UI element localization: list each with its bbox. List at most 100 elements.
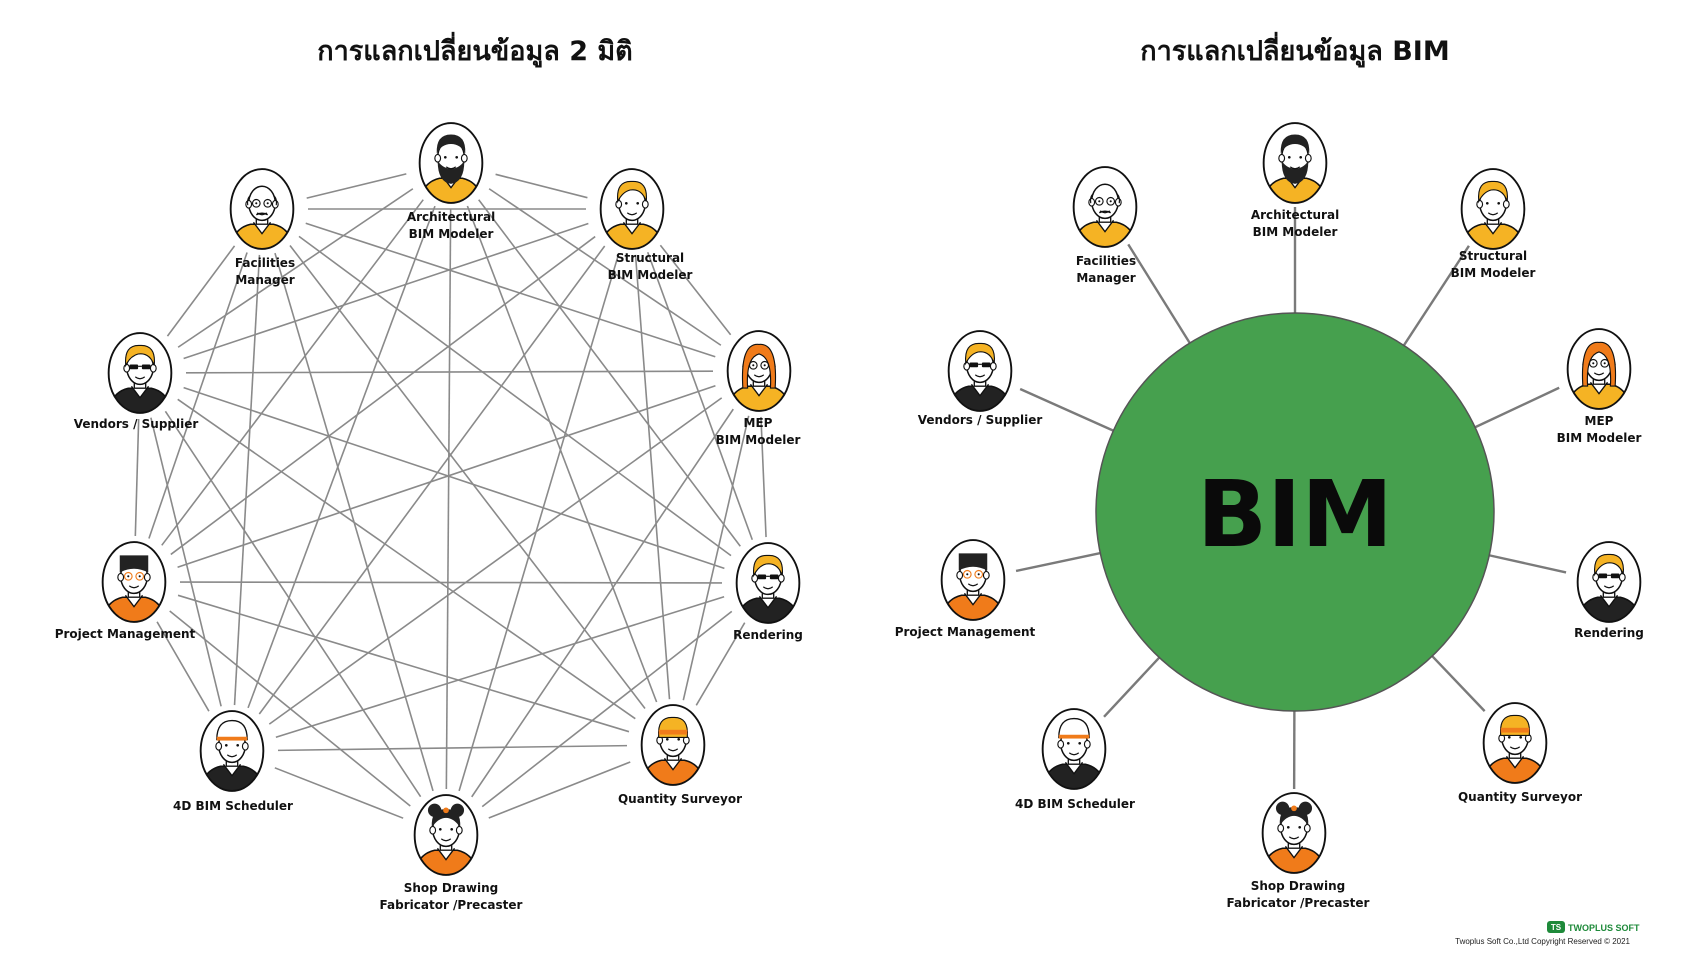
left-mep-label-line: MEP — [744, 416, 773, 430]
headband-woman-avatar-icon — [1482, 702, 1548, 784]
bun-hair-woman-avatar-icon — [1261, 792, 1327, 874]
right-render-label-line: Rendering — [1574, 626, 1644, 640]
left-connection-lines — [134, 173, 767, 819]
left-sched-label-line: 4D BIM Scheduler — [173, 799, 293, 813]
left-node-pm: Project Management — [55, 541, 196, 641]
edge-render-pm — [179, 581, 723, 584]
edge-arch-mep — [488, 188, 722, 346]
left-render-label-line: Rendering — [733, 628, 803, 642]
headband-woman-avatar-icon — [640, 704, 706, 786]
spoke-sched — [1103, 655, 1162, 718]
bim-hub: BIM — [1095, 312, 1495, 712]
edge-shop-pm — [169, 610, 411, 807]
edge-mep-vendor — [185, 370, 714, 374]
edge-shop-vendor — [164, 410, 422, 798]
edge-render-sched — [275, 595, 725, 739]
brand-name: TWOPLUS SOFT — [1568, 923, 1640, 933]
edge-arch-sched — [247, 205, 436, 709]
edge-arch-vendor — [177, 188, 414, 348]
spoke-qs — [1429, 653, 1486, 712]
spoke-vendor — [1019, 387, 1116, 433]
right-node-sched: 4D BIM Scheduler — [1015, 708, 1135, 811]
brand-logo-icon — [1547, 921, 1565, 933]
edge-arch-render — [478, 199, 741, 547]
right-hub-spokes — [1015, 207, 1567, 790]
edge-shop-sched — [274, 767, 404, 819]
sunglasses-blond-man-avatar-icon — [947, 330, 1013, 412]
edge-struct-sched — [258, 245, 606, 715]
left-node-vendor: Vendors / Supplier — [74, 332, 198, 431]
edge-render-fm — [298, 235, 732, 557]
edge-render-vendor — [183, 386, 725, 570]
edge-struct-render — [646, 251, 754, 541]
edge-sched-fm — [233, 254, 261, 706]
edge-mep-pm — [177, 384, 716, 569]
glasses-man-avatar-icon — [101, 541, 167, 623]
left-shop-label-line: Fabricator /Precaster — [380, 898, 523, 912]
edge-mep-qs — [682, 415, 750, 701]
glasses-man-avatar-icon — [940, 539, 1006, 621]
left-fm-label-line: Manager — [235, 273, 294, 287]
copyright-text: Twoplus Soft Co.,Ltd Copyright Reserved … — [1455, 937, 1630, 946]
bim-hub-circle — [1095, 312, 1495, 712]
right-struct-label-line: BIM Modeler — [1451, 266, 1536, 280]
left-panel-title: การแลกเปลี่ยนข้อมูล 2 มิติ — [317, 31, 632, 68]
spoke-struct — [1401, 245, 1470, 348]
cap-man-avatar-icon — [199, 710, 265, 792]
sunglasses-man-avatar-icon — [735, 542, 801, 624]
left-fm-label-line: Facilities — [235, 256, 295, 270]
right-panel-title: การแลกเปลี่ยนข้อมูล BIM — [1140, 31, 1449, 68]
left-node-sched: 4D BIM Scheduler — [173, 710, 293, 813]
edge-render-shop — [481, 610, 733, 808]
edge-struct-pm — [170, 235, 596, 556]
left-shop-label-line: Shop Drawing — [404, 881, 499, 895]
right-vendor-label-line: Vendors / Supplier — [918, 413, 1043, 427]
bim-hub-label: BIM — [1197, 461, 1393, 568]
right-node-render: Rendering — [1574, 541, 1644, 640]
spoke-mep — [1472, 386, 1560, 430]
edge-mep-render — [760, 416, 767, 538]
edge-pm-vendor — [134, 418, 140, 537]
right-fm-label-line: Manager — [1076, 271, 1135, 285]
edge-arch-fm — [306, 173, 407, 199]
left-node-qs: Quantity Surveyor — [618, 704, 742, 806]
edge-struct-vendor — [183, 222, 589, 360]
right-struct-label-line: Structural — [1459, 249, 1527, 263]
edge-struct-mep — [659, 244, 732, 336]
right-sched-label-line: 4D BIM Scheduler — [1015, 797, 1135, 811]
right-mep-label-line: MEP — [1585, 414, 1614, 428]
left-arch-label-line: BIM Modeler — [409, 227, 494, 241]
right-node-qs: Quantity Surveyor — [1458, 702, 1582, 804]
edge-qs-vendor — [177, 398, 636, 720]
edge-mep-sched — [268, 397, 723, 725]
edge-arch-struct — [495, 173, 588, 199]
red-haired-woman-avatar-icon — [1566, 328, 1632, 410]
left-node-render: Rendering — [733, 542, 803, 642]
edge-struct-qs — [634, 254, 671, 700]
right-qs-label-line: Quantity Surveyor — [1458, 790, 1582, 804]
left-qs-label-line: Quantity Surveyor — [618, 792, 742, 806]
right-pm-label-line: Project Management — [895, 625, 1036, 639]
edge-vendor-fm — [166, 245, 236, 337]
left-struct-label-line: Structural — [616, 251, 684, 265]
edge-mep-fm — [305, 222, 716, 358]
right-node-pm: Project Management — [895, 539, 1036, 639]
right-arch-label-line: Architectural — [1251, 208, 1339, 222]
right-shop-label-line: Fabricator /Precaster — [1227, 896, 1370, 910]
edge-qs-fm — [289, 245, 646, 709]
spoke-pm — [1015, 551, 1103, 573]
edge-struct-shop — [458, 252, 620, 792]
edge-qs-sched — [277, 744, 628, 752]
right-fm-label-line: Facilities — [1076, 254, 1136, 268]
sunglasses-blond-man-avatar-icon — [107, 332, 173, 414]
blond-man-avatar-icon — [1460, 168, 1526, 250]
